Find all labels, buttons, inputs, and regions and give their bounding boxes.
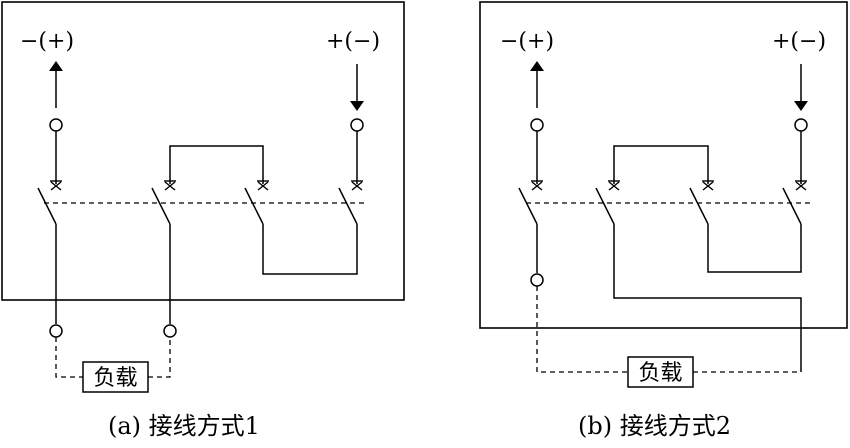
panel-a-terminal-top-left — [49, 118, 63, 132]
panel-b-load-box — [627, 356, 694, 388]
panel-b-caption: (b) 接线方式2 — [578, 412, 731, 440]
panel-a-terminal-bottom-right — [163, 324, 177, 338]
panel-a-frame — [1, 1, 405, 301]
panel-a-load-wire — [55, 337, 171, 378]
panel-b-series-wire — [707, 224, 802, 273]
panel-a-left-terminal-label: −(+) — [20, 29, 74, 54]
panel-a-terminal-top-right — [350, 118, 364, 132]
panel-b-switch-blade — [782, 187, 802, 225]
panel-a-switch-blade — [37, 187, 57, 225]
panel-b-return-wire — [613, 224, 802, 372]
panel-b: −(+) +(−) 负载 (b) 接线方式2 — [479, 1, 848, 440]
panel-b-switch-blade — [518, 187, 538, 225]
panel-b-load-wire — [536, 286, 801, 373]
panel-b-switch-blade — [595, 187, 615, 225]
panel-b-terminal-top-right — [794, 118, 808, 132]
panel-a-caption: (a) 接线方式1 — [108, 412, 260, 440]
panel-b-left-terminal-label: −(+) — [500, 29, 554, 54]
panel-b-bridge-wire — [613, 145, 709, 184]
panel-a-terminal-bottom-left — [49, 324, 63, 338]
panel-b-load-label: 负载 — [638, 361, 682, 386]
panel-a-right-terminal-label: +(−) — [326, 29, 380, 54]
panel-b-terminal-middle — [530, 273, 544, 287]
panel-b-terminal-top-left — [530, 118, 544, 132]
panel-a-series-wire — [262, 224, 358, 275]
panel-a-switch-blade — [151, 187, 171, 225]
panel-b-right-terminal-label: +(−) — [772, 29, 826, 54]
panel-a-switch-blade — [244, 187, 264, 225]
panel-a: −(+) +(−) 负载 — [1, 1, 405, 440]
panel-b-frame — [479, 1, 848, 329]
panel-a-load-label: 负载 — [93, 366, 137, 391]
panel-a-load-box — [82, 361, 149, 393]
panel-a-bridge-wire — [169, 145, 264, 184]
panel-a-switch-blade — [338, 187, 358, 225]
panel-b-switch-blade — [689, 187, 709, 225]
